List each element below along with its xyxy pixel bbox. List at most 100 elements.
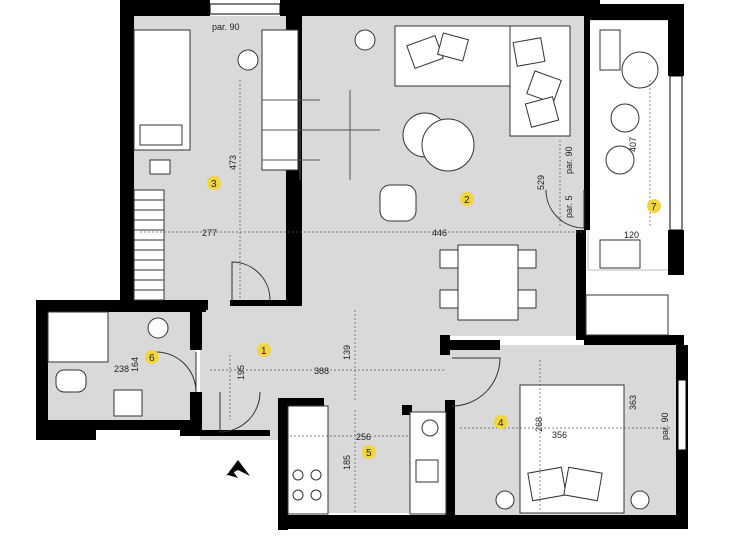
room-5-furniture xyxy=(287,405,447,515)
door-swing xyxy=(231,261,271,301)
wall xyxy=(36,420,96,440)
dimension-lines xyxy=(140,80,670,512)
room-badge-2 xyxy=(460,192,474,206)
nightstand xyxy=(149,159,171,175)
par-label-top: par. 90 xyxy=(212,22,240,32)
room-number-6: 6 xyxy=(149,353,155,364)
dim-bedroom-height-a: 268 xyxy=(534,417,544,432)
planter xyxy=(599,239,641,269)
room-7-furniture xyxy=(599,29,659,269)
shower xyxy=(47,311,109,363)
room-badge-7 xyxy=(647,199,661,213)
door-swing xyxy=(451,357,501,407)
dining-table xyxy=(457,244,519,321)
cushion xyxy=(436,32,470,62)
lounge-chair xyxy=(599,29,621,71)
wall xyxy=(280,0,600,16)
dimension-labels: 473 277 446 529 388 195 139 256 185 356 … xyxy=(114,137,639,470)
kitchen-sink xyxy=(415,459,439,483)
wall xyxy=(198,430,270,436)
room-number-7: 7 xyxy=(651,202,657,213)
wall xyxy=(180,420,200,436)
room-number-5: 5 xyxy=(366,448,372,459)
wall xyxy=(668,230,684,275)
room-badge-4 xyxy=(494,415,508,429)
dim-kitchen-width: 256 xyxy=(356,432,371,442)
wardrobe xyxy=(585,294,669,336)
parapet-labels: par. 90 par. 90 par. 5 par. 90 xyxy=(212,22,670,440)
wall xyxy=(576,230,586,340)
room-badge-5 xyxy=(362,445,376,459)
door-swing xyxy=(155,351,197,393)
wall xyxy=(278,398,324,406)
dining-chair xyxy=(439,249,459,269)
room-badge-6 xyxy=(145,350,159,364)
doors xyxy=(155,189,585,433)
side-table xyxy=(354,29,376,51)
dim-hall-width: 388 xyxy=(314,366,329,376)
balcony-chair xyxy=(605,145,635,175)
armchair xyxy=(379,184,417,222)
room-6-furniture xyxy=(47,311,169,417)
balcony-table xyxy=(621,51,659,89)
dining-chair xyxy=(517,289,537,309)
wall xyxy=(36,300,206,312)
room-number-2: 2 xyxy=(464,195,470,206)
pillow xyxy=(139,124,183,146)
coffee-table xyxy=(421,118,475,172)
dim-kitchen-height: 185 xyxy=(342,455,352,470)
cooktop-burner xyxy=(310,469,322,481)
wall xyxy=(584,20,590,230)
window xyxy=(677,379,687,451)
room-2-furniture xyxy=(354,25,571,321)
wall xyxy=(584,4,674,20)
wall xyxy=(402,405,412,415)
room-4-furniture xyxy=(495,294,669,514)
par-label-small: par. 5 xyxy=(564,195,574,218)
room-badge-3 xyxy=(207,176,221,190)
cushion xyxy=(512,37,546,67)
wall xyxy=(584,335,684,345)
room-badge-1 xyxy=(257,343,271,357)
dim-room3-height: 473 xyxy=(228,155,238,170)
wall xyxy=(278,515,688,529)
wall xyxy=(120,0,210,16)
nightstand xyxy=(495,490,515,510)
cushion xyxy=(524,96,560,128)
dim-balcony-width: 120 xyxy=(624,230,639,240)
room-number-3: 3 xyxy=(211,179,217,190)
chair xyxy=(237,49,259,71)
wall xyxy=(230,300,302,306)
wall xyxy=(190,310,202,350)
wall xyxy=(278,398,288,530)
cooktop-burner xyxy=(292,489,304,501)
window xyxy=(669,75,683,231)
washbasin xyxy=(147,317,169,339)
entrance-arrow-icon xyxy=(226,460,250,476)
stairs-lines xyxy=(262,80,380,180)
wall xyxy=(120,0,134,310)
wall xyxy=(668,4,684,76)
dim-balcony-height: 407 xyxy=(628,137,638,152)
dining-chair xyxy=(517,249,537,269)
pillow xyxy=(563,466,603,502)
cushion xyxy=(526,70,562,104)
window xyxy=(209,3,281,15)
dim-living-width: 446 xyxy=(432,228,447,238)
wall xyxy=(445,400,455,515)
wall xyxy=(440,340,500,350)
dim-room3-width: 277 xyxy=(202,228,217,238)
cooktop-burner xyxy=(292,469,304,481)
wall xyxy=(88,420,198,430)
dim-bedroom-height-b: 363 xyxy=(628,395,638,410)
room-badges: 1 2 3 4 5 6 7 xyxy=(145,176,661,459)
dim-hall-height-left: 195 xyxy=(236,365,246,380)
dim-bedroom-width: 356 xyxy=(552,430,567,440)
cooktop-burner xyxy=(310,489,322,501)
dishwasher-knob xyxy=(421,419,439,437)
dining-chair xyxy=(439,289,459,309)
dim-hall-height-right: 139 xyxy=(342,345,352,360)
toilet xyxy=(55,369,87,393)
washing-machine xyxy=(113,389,143,417)
